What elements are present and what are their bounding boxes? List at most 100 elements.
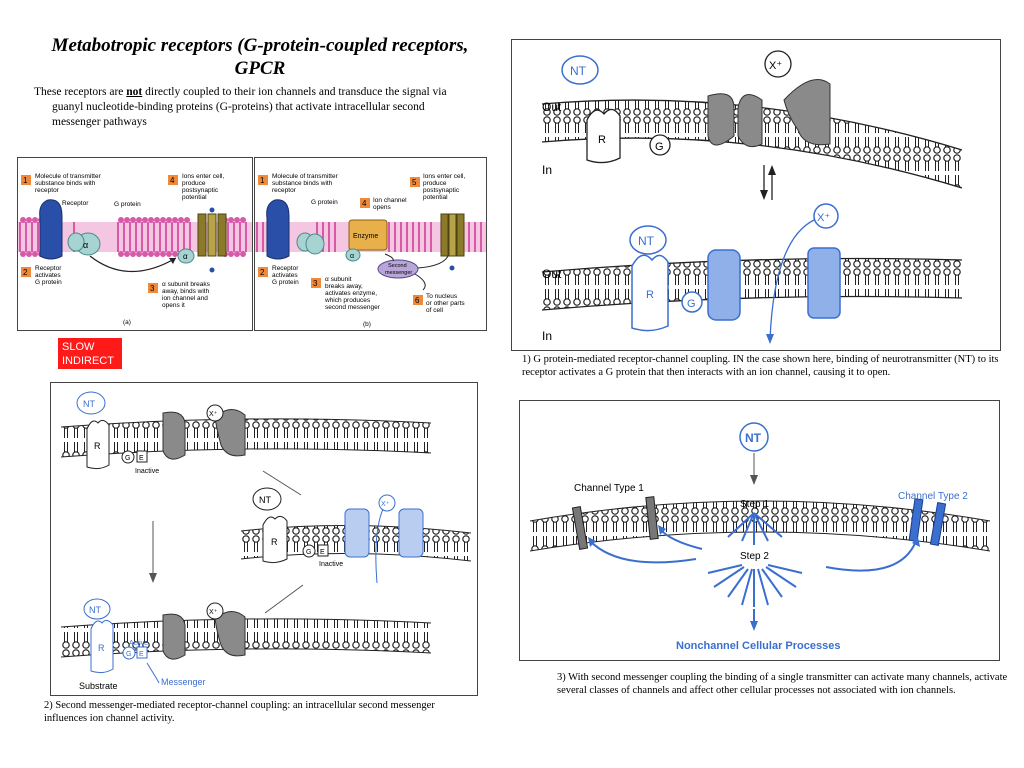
fig-b-step1-l3: receptor [272,187,297,194]
intro-emphasis: not [126,86,143,98]
receptor-shape [39,199,63,260]
fig1-ion-bottom: X⁺ [817,212,830,224]
fig-b-step4-num: 4 [362,199,367,208]
fig3-type1: Channel Type 1 [574,483,644,494]
fig-b-step4-l2: opens [373,204,391,211]
fig-b-step5-l2: produce [423,180,447,187]
fig-b-step3-l2: breaks away, [325,283,363,290]
fig2-e-3: E [139,651,144,658]
fig2-g-1: G [125,455,130,462]
fig-b-step2-l1: Receptor [272,265,299,272]
fig1-nt-top: NT [570,64,587,78]
fig2-messenger: Messenger [161,677,206,687]
fig-a-step2-l3: G protein [35,279,62,286]
fig-b-step5-l3: postsynaptic [423,187,460,194]
figure-2-panel: NT R G E Inactive X⁺ NT R G E Inactive X… [50,382,478,696]
fig-a-step3-l2: away, binds with [162,288,210,295]
fig1-in-top: In [542,163,552,177]
fig-b-alpha-label: α [350,253,354,260]
fig-b-step3-l3: activates enzyme, [325,290,377,297]
fig-b-step2-l2: activates [272,272,298,279]
fig-b-step1-num: 1 [260,176,265,185]
badge-line2: INDIRECT [62,355,114,367]
fig2-inactive-1: Inactive [135,468,159,475]
fig-a-step2-l2: activates [35,272,61,279]
fig2-nt-3: NT [89,605,101,615]
figure-3-diagram: NT Channel Type 1 Channel Type 2 Step 1 … [529,422,991,652]
fig-b-step4-l1: Ion channel [373,197,407,204]
fig-b-step2-l3: G protein [272,279,299,286]
figure-1-diagram: NT R G X⁺ Out In NT R G X⁺ Out In [541,50,963,344]
fig3-nt: NT [745,431,762,445]
fig1-r-bottom: R [646,289,654,301]
badge-line1: SLOW [62,341,95,353]
fig-a-step4-num: 4 [170,176,175,185]
channel-type2-b [929,502,947,546]
fig-b-step5-l1: Ions enter cell, [423,173,465,180]
fig-b-step6-num: 6 [415,296,420,305]
fig1-r-top: R [598,134,606,146]
fig-b-step3-l1: α subunit [325,276,352,283]
fig-b-step1-l1: Molecule of transmitter [272,173,339,180]
fig2-g-2: G [306,549,311,556]
fig2-ion-2: X⁺ [381,501,390,508]
fig2-e-2: E [320,549,325,556]
fig-b-step5-num: 5 [412,178,417,187]
fig1-ion-top: X⁺ [769,60,782,72]
figure-2-diagram: NT R G E Inactive X⁺ NT R G E Inactive X… [60,391,472,691]
fig-b-step2-num: 2 [260,268,265,277]
fig-a-step1-num: 1 [23,176,28,185]
channel-type1-a [571,506,589,550]
fig3-step1: Step 1 [740,499,769,510]
figure-1-caption: 1) G protein-mediated receptor-channel c… [522,354,999,378]
fig-b-step3-l4: which produces [324,297,371,304]
ion-channel-shape [197,213,207,257]
fig-a-step3-num: 3 [150,284,155,293]
figure-3-caption: 3) With second messenger coupling the bi… [557,672,1008,696]
fig1-g-bottom: G [687,298,696,310]
fig2-inactive-2: Inactive [319,561,343,568]
fig-a-step3-l3: ion channel and [162,295,208,302]
fig-b-step6-l3: of cell [426,307,444,314]
fig-a-step4-l2: produce [182,180,206,187]
fig2-r-1: R [94,441,101,451]
channel-type2-a [908,498,924,542]
fig1-g-top: G [655,141,664,153]
fig-a-step2-l1: Receptor [35,265,62,272]
enzyme-shape [348,219,388,251]
fig-b-step3-l5: second messenger [325,304,381,311]
fig-a-step2-num: 2 [23,268,28,277]
figure-1-panel: NT R G X⁺ Out In NT R G X⁺ Out In [511,39,1001,351]
figure-2-caption: 2) Second messenger-mediated receptor-ch… [44,700,435,724]
fig-a-step4-l3: postsynaptic [182,187,219,194]
fig-a-step1-l3: receptor [35,187,60,194]
figure-3-panel: NT Channel Type 1 Channel Type 2 Step 1 … [519,400,1000,661]
fig2-nt-1: NT [83,399,95,409]
fig2-ion-3: X⁺ [209,609,218,616]
fig-b-step3-num: 3 [313,279,318,288]
fig2-e-1: E [139,455,144,462]
fig-b-enzyme-label: Enzyme [353,233,378,240]
slow-indirect-badge: SLOW INDIRECT [58,338,122,369]
fig2-active: Active [129,640,148,647]
fig1-out-bottom: Out [542,267,562,281]
fig3-step2: Step 2 [740,551,769,562]
second-messenger-shape [377,259,419,279]
fig-a-step3-l4: opens it [162,302,185,309]
alpha-label: α [183,252,188,261]
fig2-nt-2: NT [259,495,271,505]
fig-b-label: (b) [363,321,371,328]
fig3-type2: Channel Type 2 [898,491,968,502]
svg-text:α: α [83,240,88,250]
